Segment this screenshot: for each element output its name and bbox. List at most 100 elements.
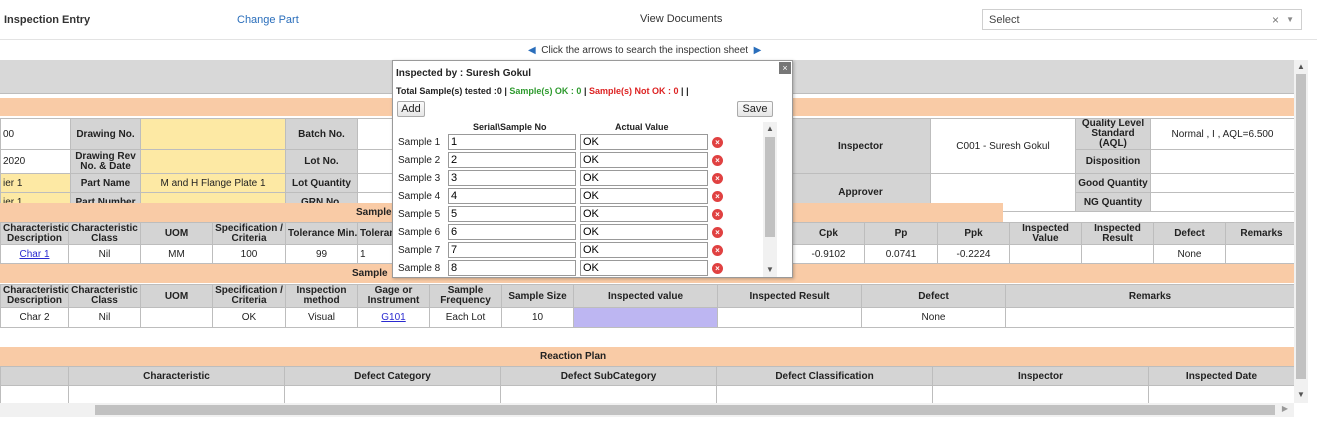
actual-value-input[interactable]	[580, 170, 708, 186]
inspected-by-text: Inspected by : Suresh Gokul	[396, 68, 532, 79]
sample-label: Sample 5	[398, 209, 441, 220]
serial-input[interactable]	[448, 134, 576, 150]
view-documents-link[interactable]: View Documents	[640, 13, 723, 25]
scroll-thumb[interactable]	[1296, 74, 1306, 379]
drawing-no-value	[140, 118, 286, 150]
inspector-label: Inspector	[790, 118, 931, 174]
info-cell: 00	[0, 118, 71, 150]
remove-icon[interactable]: ×	[712, 173, 723, 184]
cell	[1148, 385, 1294, 403]
total-tested: Total Sample(s) tested :0	[396, 86, 502, 96]
remarks-cell[interactable]	[1225, 244, 1294, 264]
actual-value-header: Actual Value	[615, 122, 669, 132]
save-button[interactable]: Save	[737, 101, 773, 117]
lot-quantity-label: Lot Quantity	[285, 173, 358, 193]
cell: -0.9102	[792, 244, 865, 264]
scroll-right-icon[interactable]: ▶	[1281, 404, 1288, 413]
serial-input[interactable]	[448, 260, 576, 276]
horizontal-scrollbar[interactable]: ▶	[0, 403, 1294, 417]
inspected-result-cell	[717, 307, 862, 328]
quality-level-value: Normal , I , AQL=6.500	[1150, 118, 1294, 150]
serial-input[interactable]	[448, 242, 576, 258]
col-header: Inspected Result	[717, 284, 862, 308]
select-dropdown[interactable]: Select × ▼	[982, 9, 1302, 30]
cell	[932, 385, 1149, 403]
remove-icon[interactable]: ×	[712, 245, 723, 256]
arrow-right-icon[interactable]: ▶	[753, 45, 762, 56]
scroll-up-icon[interactable]: ▲	[766, 124, 774, 133]
good-quantity-value	[1150, 173, 1294, 193]
samples-ok: Sample(s) OK : 0	[509, 86, 582, 96]
search-nav: ◀ Click the arrows to search the inspect…	[528, 45, 761, 56]
col-header: Characteristic	[68, 366, 285, 386]
sample-row: Sample 5 ×	[393, 205, 763, 223]
arrow-left-icon[interactable]: ◀	[528, 45, 536, 56]
remarks-cell[interactable]	[1005, 307, 1294, 328]
good-quantity-label: Good Quantity	[1075, 173, 1151, 193]
inspector-value: C001 - Suresh Gokul	[930, 118, 1076, 174]
serial-input[interactable]	[448, 152, 576, 168]
scroll-up-icon[interactable]: ▲	[1297, 62, 1305, 71]
change-part-link[interactable]: Change Part	[237, 14, 299, 26]
remove-icon[interactable]: ×	[712, 263, 723, 274]
actual-value-input[interactable]	[580, 188, 708, 204]
col-header: Ppk	[937, 222, 1010, 245]
actual-value-input[interactable]	[580, 152, 708, 168]
info-cell: ier 1	[0, 173, 71, 193]
actual-value-input[interactable]	[580, 134, 708, 150]
remove-icon[interactable]: ×	[712, 137, 723, 148]
scroll-thumb[interactable]	[765, 137, 775, 237]
col-header: Inspected Result	[1081, 222, 1154, 245]
serial-input[interactable]	[448, 170, 576, 186]
page-title: Inspection Entry	[4, 14, 91, 26]
col-header: Characteristic Class	[68, 284, 141, 308]
col-header: Inspected Value	[1009, 222, 1082, 245]
dialog-scrollbar[interactable]: ▲ ▼	[763, 122, 777, 277]
actual-value-input[interactable]	[580, 260, 708, 276]
inspected-value-input[interactable]	[573, 307, 718, 328]
attribute-characteristics-table: Characteristic Description Characteristi…	[0, 284, 1294, 328]
cell	[500, 385, 717, 403]
col-header: Specification / Criteria	[212, 284, 286, 308]
col-header: Defect	[1153, 222, 1226, 245]
chevron-down-icon[interactable]: ▼	[1286, 15, 1294, 24]
remove-icon[interactable]: ×	[712, 227, 723, 238]
quality-level-label: Quality Level Standard (AQL)	[1075, 118, 1151, 150]
serial-header: Serial\Sample No	[473, 122, 547, 132]
add-button[interactable]: Add	[397, 101, 425, 117]
scroll-down-icon[interactable]: ▼	[766, 265, 774, 274]
part-name-value: M and H Flange Plate 1	[140, 173, 286, 193]
actual-value-input[interactable]	[580, 206, 708, 222]
cell: -0.2224	[937, 244, 1010, 264]
serial-input[interactable]	[448, 188, 576, 204]
close-icon[interactable]: ×	[779, 62, 791, 74]
drawing-rev-label: Drawing Rev No. & Date	[70, 149, 141, 174]
col-header: Inspector	[932, 366, 1149, 386]
cell: Char 2	[0, 307, 69, 328]
actual-value-input[interactable]	[580, 242, 708, 258]
cell: Nil	[68, 307, 141, 328]
cell	[284, 385, 501, 403]
sample-row: Sample 6×	[393, 223, 763, 241]
inspected-value-cell[interactable]	[1009, 244, 1082, 264]
scroll-thumb[interactable]	[95, 405, 1275, 415]
cell: OK	[212, 307, 286, 328]
remove-icon[interactable]: ×	[712, 209, 723, 220]
col-header: Defect Classification	[716, 366, 933, 386]
serial-input[interactable]	[448, 224, 576, 240]
sample-row: Sample 8×	[393, 259, 763, 277]
drawing-rev-value	[140, 149, 286, 174]
vertical-scrollbar[interactable]: ▲ ▼	[1294, 60, 1308, 403]
cell: None	[1153, 244, 1226, 264]
gage-link[interactable]: G101	[381, 312, 406, 323]
characteristic-link-cell: Char 1	[0, 244, 69, 264]
scroll-down-icon[interactable]: ▼	[1297, 390, 1305, 399]
clear-icon[interactable]: ×	[1271, 13, 1279, 27]
characteristic-link[interactable]: Char 1	[19, 248, 50, 260]
reaction-plan-band: Reaction Plan	[0, 347, 1294, 366]
remove-icon[interactable]: ×	[712, 155, 723, 166]
serial-input[interactable]	[448, 206, 576, 222]
sample-entry-dialog: × Inspected by : Suresh Gokul Total Samp…	[392, 60, 793, 278]
actual-value-input[interactable]	[580, 224, 708, 240]
remove-icon[interactable]: ×	[712, 191, 723, 202]
